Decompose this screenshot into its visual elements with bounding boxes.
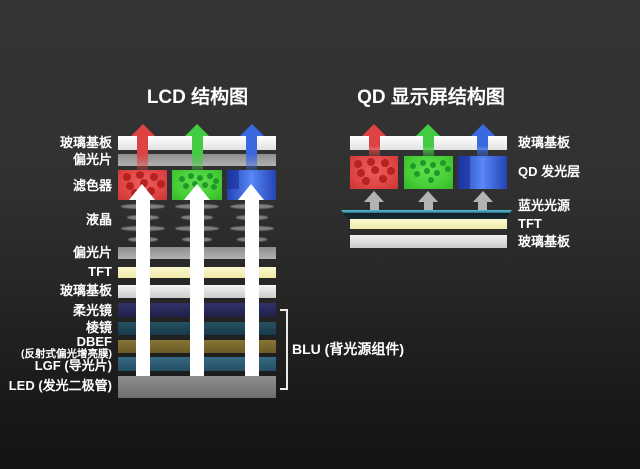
green-output-arrow-lcd-head xyxy=(185,124,209,136)
green-output-arrow-qd-shaft xyxy=(422,136,434,158)
white-light-arrow-2-head xyxy=(238,184,264,200)
qd-glass-top-label: 玻璃基板 xyxy=(518,135,571,150)
qd-emissive-red-subpixel xyxy=(350,156,398,189)
white-light-arrow-1-head xyxy=(183,184,210,200)
lcd-filter-green-dot-2 xyxy=(197,175,203,181)
qd-emissive-red-dot-1 xyxy=(367,158,375,166)
qd-emissive-red-dot-3 xyxy=(387,167,395,175)
red-output-arrow-qd-shaft xyxy=(368,136,380,158)
gray-pump-arrow-2-shaft xyxy=(478,202,487,210)
white-light-arrow-2-shaft xyxy=(244,200,259,376)
green-output-arrow-lcd-shaft xyxy=(191,136,203,172)
qd-tft-bar xyxy=(350,219,507,229)
blue-output-arrow-lcd-head xyxy=(239,124,264,136)
lcd-filter-red-dot-2 xyxy=(150,173,158,181)
lcd-filter-green-dot-8 xyxy=(211,184,217,190)
gray-pump-arrow-1-head xyxy=(418,191,438,202)
qd-emissive-green-dot-4 xyxy=(445,166,451,172)
gray-pump-arrow-2-head xyxy=(472,191,493,202)
lcd-diagram-title: LCD 结构图 xyxy=(146,86,249,108)
qd-glass-bottom-bar xyxy=(350,235,507,248)
lcd-filter-blue-streak xyxy=(227,170,239,189)
blue-output-arrow-qd-shaft xyxy=(477,136,488,158)
lcd-filter-red-dot-5 xyxy=(140,179,148,187)
qd-emissive-green-dot-8 xyxy=(428,177,434,183)
blue-output-arrow-qd-head xyxy=(470,124,495,136)
qd-emissive-red-dot-5 xyxy=(371,166,379,174)
qd-emissive-red-dot-2 xyxy=(381,159,389,167)
qd-emissive-green-dot-0 xyxy=(410,163,416,169)
qd-emissive-red-dot-4 xyxy=(357,169,365,177)
qd-emissive-label: QD 发光层 xyxy=(518,164,581,179)
qd-emissive-green-dot-1 xyxy=(420,160,426,166)
lcd-led-bar xyxy=(118,376,276,398)
lcd-dbef-sublabel: (反射式偏光增亮膜) xyxy=(21,348,112,360)
red-output-arrow-qd-head xyxy=(362,124,386,136)
qd-blue-source-bar xyxy=(341,210,512,219)
lcd-color-filter-label: 滤色器 xyxy=(72,178,112,193)
lcd-liquid-crystal-label: 液晶 xyxy=(85,212,112,227)
qd-emissive-green-dot-5 xyxy=(414,171,420,177)
lcd-dbef-label: DBEF xyxy=(76,334,112,349)
lcd-tft-label: TFT xyxy=(88,264,112,279)
lcd-glass-top-label: 玻璃基板 xyxy=(59,135,112,150)
lcd-filter-green-dot-0 xyxy=(179,176,185,182)
qd-diagram-title: QD 显示屏结构图 xyxy=(357,86,505,108)
qd-emissive-green-dot-7 xyxy=(434,170,440,176)
lcd-filter-green-dot-1 xyxy=(188,173,194,179)
blu-bracket xyxy=(280,309,288,390)
qd-emissive-blue-streak xyxy=(458,156,470,189)
lcd-filter-green-dot-3 xyxy=(207,173,213,179)
lcd-lgf-label: LGF (导光片) xyxy=(34,358,112,373)
lcd-prism-label: 棱镜 xyxy=(85,320,112,335)
qd-emissive-red-dot-0 xyxy=(354,160,362,168)
gray-pump-arrow-0-shaft xyxy=(369,202,379,210)
green-output-arrow-qd-head xyxy=(416,124,440,136)
lcd-polarizer-bottom-label: 偏光片 xyxy=(72,245,112,260)
lcd-diffuser-label: 柔光镜 xyxy=(72,303,112,318)
blu-group-label: BLU (背光源组件) xyxy=(292,341,404,357)
qd-emissive-green-dot-3 xyxy=(440,160,446,166)
white-light-arrow-0-head xyxy=(129,184,155,200)
lcd-filter-green-dot-4 xyxy=(213,178,219,184)
qd-emissive-green-dot-6 xyxy=(424,168,430,174)
lcd-led-label: LED (发光二极管) xyxy=(8,378,112,393)
blue-output-arrow-lcd-shaft xyxy=(246,136,257,172)
lcd-filter-red-dot-3 xyxy=(157,180,165,188)
qd-emissive-red-dot-6 xyxy=(362,177,370,185)
gray-pump-arrow-0-head xyxy=(364,191,384,202)
qd-emissive-green-dot-2 xyxy=(430,162,436,168)
qd-emissive-blue-subpixel xyxy=(458,156,507,189)
lcd-filter-red-dot-1 xyxy=(136,171,144,179)
qd-tft-label: TFT xyxy=(518,216,542,231)
red-output-arrow-lcd-head xyxy=(130,124,155,136)
qd-emissive-red-dot-7 xyxy=(379,175,387,183)
red-output-arrow-lcd-shaft xyxy=(137,136,148,172)
lcd-polarizer-top-label: 偏光片 xyxy=(72,152,112,167)
qd-blue-source-label: 蓝光光源 xyxy=(518,198,571,213)
gray-pump-arrow-1-shaft xyxy=(423,202,433,210)
lcd-filter-red-dot-0 xyxy=(123,173,131,181)
qd-glass-bottom-label: 玻璃基板 xyxy=(518,234,571,249)
lcd-glass-bottom-label: 玻璃基板 xyxy=(59,283,112,298)
qd-emissive-green-subpixel xyxy=(404,156,453,189)
white-light-arrow-1-shaft xyxy=(190,200,204,376)
white-light-arrow-0-shaft xyxy=(135,200,150,376)
